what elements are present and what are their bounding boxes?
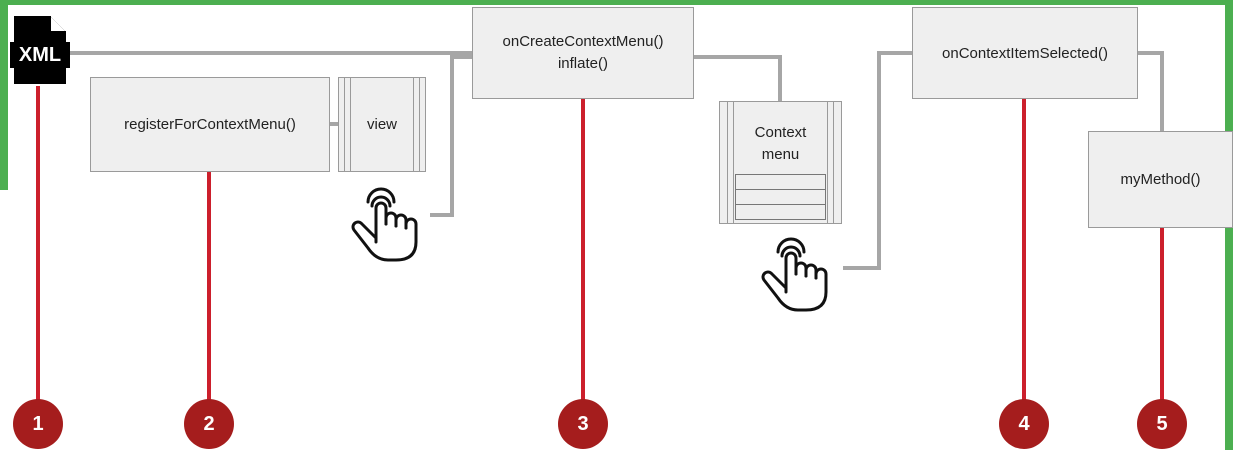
- my-method-label: myMethod(): [1120, 170, 1201, 188]
- connector-tap-to-itemselected: [843, 51, 912, 270]
- step-3-stem: [581, 99, 585, 406]
- context-menu-right-bar: [827, 102, 834, 223]
- context-menu-box: Context menu: [719, 101, 842, 224]
- step-4-stem: [1022, 99, 1026, 406]
- xml-file-icon: XML: [10, 14, 70, 86]
- on-context-item-selected-box: onContextItemSelected(): [912, 7, 1138, 99]
- register-for-context-menu-box: registerForContextMenu(): [90, 77, 330, 172]
- connector-itemselected-to-mymethod: [1138, 51, 1164, 131]
- tap-hand-icon: [761, 237, 828, 312]
- context-menu-item-1: [735, 174, 826, 190]
- xml-icon-label: XML: [18, 44, 62, 66]
- connector-create-to-contextmenu: [694, 55, 782, 101]
- on-context-item-selected-label: onContextItemSelected(): [942, 45, 1108, 62]
- frame-top-border: [0, 0, 1233, 5]
- step-badge-1: 1: [13, 399, 63, 449]
- step-badge-2: 2: [184, 399, 234, 449]
- context-menu-label-line2: menu: [761, 146, 800, 163]
- my-method-box: myMethod(): [1088, 131, 1233, 228]
- step-2-stem: [207, 171, 211, 406]
- context-menu-label-line1: Context: [754, 124, 807, 141]
- view-box: view: [338, 77, 426, 172]
- view-label: view: [366, 116, 397, 133]
- connector-tap-to-create: [430, 55, 472, 217]
- on-create-context-menu-label: onCreateContextMenu(): [502, 33, 664, 50]
- context-menu-item-3: [735, 204, 826, 220]
- context-menu-item-2: [735, 189, 826, 205]
- on-create-context-menu-box: onCreateContextMenu() inflate(): [472, 7, 694, 99]
- step-badge-5: 5: [1137, 399, 1187, 449]
- view-right-bar: [413, 78, 420, 171]
- inflate-label: inflate(): [557, 55, 608, 72]
- view-left-bar: [344, 78, 351, 171]
- step-5-stem: [1160, 228, 1164, 406]
- step-badge-3: 3: [558, 399, 608, 449]
- context-menu-left-bar: [727, 102, 734, 223]
- tap-hand-icon: [351, 187, 418, 262]
- step-1-stem: [36, 86, 40, 408]
- step-badge-4: 4: [999, 399, 1049, 449]
- frame-left-border: [0, 0, 8, 190]
- register-for-context-menu-label: registerForContextMenu(): [124, 115, 296, 133]
